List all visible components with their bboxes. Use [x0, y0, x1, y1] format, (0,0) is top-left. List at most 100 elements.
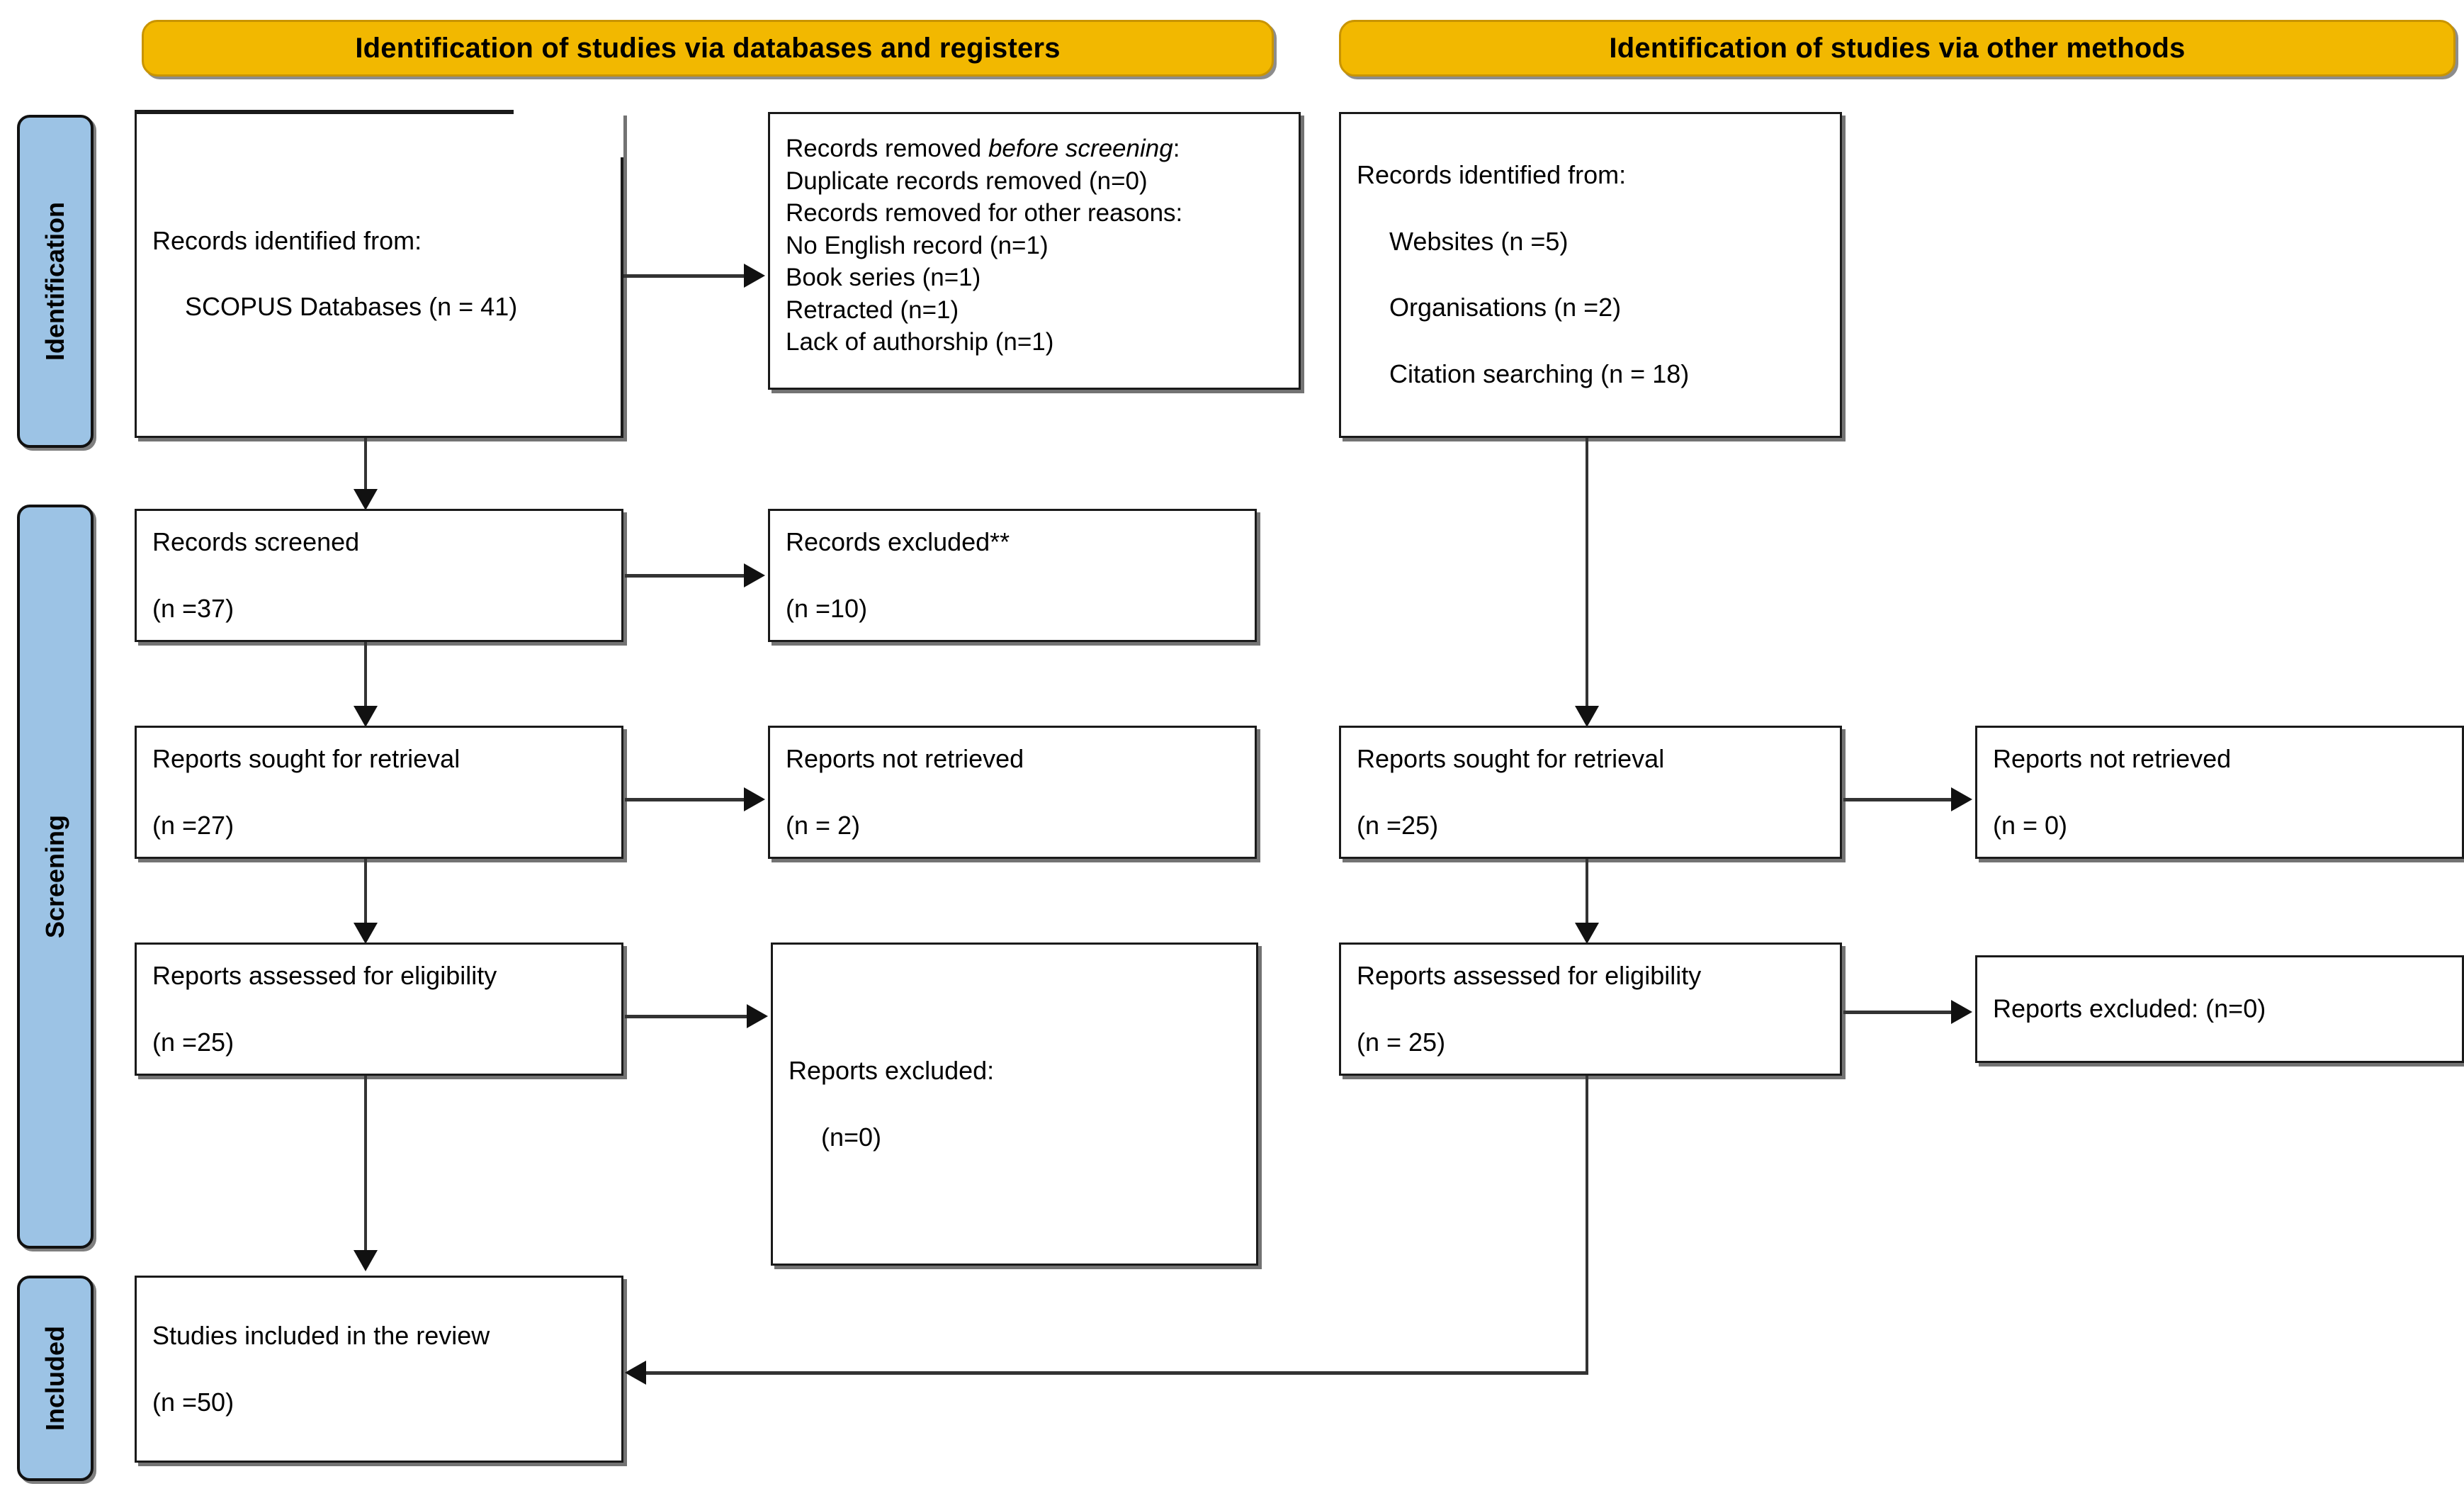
- box-reports-sought-databases: Reports sought for retrieval (n =27): [135, 726, 623, 859]
- box-reports-sought-databases-text: Reports sought for retrieval (n =27): [152, 743, 611, 842]
- records-removed-line1-c: :: [1172, 135, 1180, 162]
- reports-sought-other-line1: Reports sought for retrieval: [1357, 743, 1665, 773]
- box-records-screened: Records screened (n =37): [135, 509, 623, 642]
- connector-screened-to-sought: [364, 642, 367, 713]
- box-reports-assessed-databases: Reports assessed for eligibility (n =25): [135, 943, 623, 1076]
- reports-not-retrieved-other-line2: (n = 0): [1993, 810, 2068, 840]
- records-removed-line6: Retracted (n=1): [786, 296, 959, 324]
- box-reports-sought-other-methods: Reports sought for retrieval (n =25): [1339, 726, 1842, 859]
- box-reports-not-retrieved-other-text: Reports not retrieved (n = 0): [1993, 743, 2452, 842]
- arrowhead-identified-to-screened: [354, 489, 378, 510]
- connector-sought-to-assessed-db: [364, 859, 367, 930]
- arrowhead-sought-to-assessed-other: [1575, 923, 1599, 944]
- records-identified-db-line2: SCOPUS Databases (n = 41): [185, 291, 518, 321]
- box-studies-included-text: Studies included in the review (n =50): [152, 1320, 611, 1419]
- box-records-identified-databases-top-rule: [135, 110, 514, 114]
- reports-assessed-db-line2: (n =25): [152, 1027, 234, 1057]
- connector-identified-to-screened: [364, 438, 367, 496]
- arrowhead-other-to-included: [625, 1361, 646, 1385]
- box-reports-not-retrieved-databases-text: Reports not retrieved (n = 2): [786, 743, 1245, 842]
- connector-assessed-other-to-included-horizontal: [646, 1371, 1588, 1375]
- arrowhead-assessed-to-included: [354, 1250, 378, 1271]
- banner-databases-label: Identification of studies via databases …: [355, 32, 1061, 64]
- box-records-excluded: Records excluded** (n =10): [768, 509, 1257, 642]
- reports-assessed-other-line2: (n = 25): [1357, 1027, 1446, 1057]
- records-identified-other-line1: Records identified from:: [1357, 160, 1627, 190]
- reports-assessed-other-line1: Reports assessed for eligibility: [1357, 960, 1702, 990]
- connector-sought-to-not-retrieved-other: [1843, 798, 1954, 801]
- connector-screened-to-excluded: [625, 574, 747, 578]
- arrowhead-identified-to-removed: [744, 264, 765, 288]
- connector-identified-to-removed: [623, 274, 747, 278]
- reports-excluded-db-line1: Reports excluded:: [789, 1055, 995, 1085]
- stage-rail-identification: Identification: [17, 115, 94, 448]
- records-identified-other-line4: Citation searching (n = 18): [1389, 359, 1690, 388]
- arrowhead-assessed-to-excluded-db: [747, 1004, 768, 1028]
- arrowhead-sought-to-not-retrieved-db: [744, 787, 765, 811]
- connector-identified-other-to-sought-other: [1586, 438, 1588, 713]
- box-reports-not-retrieved-other-methods: Reports not retrieved (n = 0): [1975, 726, 2464, 859]
- banner-other-methods: Identification of studies via other meth…: [1339, 20, 2455, 77]
- box-records-screened-text: Records screened (n =37): [152, 526, 611, 625]
- reports-not-retrieved-other-line1: Reports not retrieved: [1993, 743, 2232, 773]
- records-identified-other-line2: Websites (n =5): [1389, 226, 1569, 256]
- reports-not-retrieved-db-line1: Reports not retrieved: [786, 743, 1024, 773]
- stage-rail-screening: Screening: [17, 505, 94, 1249]
- records-removed-line4: No English record (n=1): [786, 231, 1049, 259]
- arrowhead-screened-to-sought: [354, 706, 378, 727]
- studies-included-line1: Studies included in the review: [152, 1320, 490, 1350]
- banner-other-methods-label: Identification of studies via other meth…: [1609, 32, 2186, 64]
- box-reports-assessed-databases-text: Reports assessed for eligibility (n =25): [152, 960, 611, 1059]
- box-records-excluded-text: Records excluded** (n =10): [786, 526, 1245, 625]
- records-identified-other-line3: Organisations (n =2): [1389, 293, 1622, 322]
- reports-assessed-db-line1: Reports assessed for eligibility: [152, 960, 497, 990]
- stage-rail-included: Included: [17, 1276, 94, 1481]
- box-records-removed-before-screening: Records removed before screening: Duplic…: [768, 112, 1301, 390]
- reports-excluded-other-line1: Reports excluded: (n=0): [1993, 994, 2266, 1023]
- banner-databases-and-registers: Identification of studies via databases …: [142, 20, 1274, 77]
- records-identified-db-line1: Records identified from:: [152, 225, 422, 255]
- arrowhead-identified-other-to-sought-other: [1575, 706, 1599, 727]
- box-records-identified-databases-right-rule: [621, 157, 623, 438]
- box-reports-excluded-databases-text: Reports excluded: (n=0): [789, 1054, 1246, 1154]
- records-removed-line1-b: before screening: [988, 135, 1173, 162]
- box-reports-sought-other-text: Reports sought for retrieval (n =25): [1357, 743, 1830, 842]
- records-removed-line5: Book series (n=1): [786, 264, 981, 291]
- records-removed-line7: Lack of authorship (n=1): [786, 328, 1054, 356]
- box-reports-assessed-other-text: Reports assessed for eligibility (n = 25…: [1357, 960, 1830, 1059]
- records-removed-line3: Records removed for other reasons:: [786, 199, 1183, 227]
- box-reports-not-retrieved-databases: Reports not retrieved (n = 2): [768, 726, 1257, 859]
- reports-sought-other-line2: (n =25): [1357, 810, 1439, 840]
- reports-sought-db-line2: (n =27): [152, 810, 234, 840]
- records-excluded-line2: (n =10): [786, 593, 868, 623]
- connector-sought-to-not-retrieved-db: [625, 798, 747, 801]
- arrowhead-screened-to-excluded: [744, 563, 765, 587]
- box-reports-excluded-other-methods: Reports excluded: (n=0): [1975, 955, 2464, 1063]
- records-removed-line1-a: Records removed: [786, 135, 988, 162]
- arrowhead-sought-to-not-retrieved-other: [1951, 787, 1972, 811]
- connector-assessed-to-excluded-other: [1843, 1011, 1954, 1014]
- reports-not-retrieved-db-line2: (n = 2): [786, 810, 861, 840]
- box-records-identified-databases-text: Records identified from: SCOPUS Database…: [152, 224, 614, 323]
- records-screened-line1: Records screened: [152, 527, 360, 556]
- connector-sought-to-assessed-other: [1586, 859, 1588, 930]
- connector-assessed-to-excluded-db: [625, 1015, 750, 1018]
- stage-label-included: Included: [40, 1325, 69, 1431]
- connector-assessed-other-to-included-vertical: [1586, 1076, 1588, 1373]
- arrowhead-sought-to-assessed-db: [354, 923, 378, 944]
- connector-assessed-to-included: [364, 1076, 367, 1257]
- box-reports-excluded-other-text: Reports excluded: (n=0): [1993, 993, 2452, 1026]
- records-excluded-line1: Records excluded**: [786, 527, 1010, 556]
- box-records-identified-other-methods: Records identified from: Websites (n =5)…: [1339, 112, 1842, 438]
- records-screened-line2: (n =37): [152, 593, 234, 623]
- reports-sought-db-line1: Reports sought for retrieval: [152, 743, 460, 773]
- stage-label-identification: Identification: [40, 202, 69, 361]
- records-removed-line2: Duplicate records removed (n=0): [786, 167, 1148, 195]
- stage-label-screening: Screening: [40, 814, 69, 939]
- studies-included-line2: (n =50): [152, 1387, 234, 1417]
- box-studies-included: Studies included in the review (n =50): [135, 1276, 623, 1463]
- box-records-identified-databases: Records identified from: SCOPUS Database…: [135, 112, 623, 438]
- arrowhead-assessed-to-excluded-other: [1951, 1000, 1972, 1024]
- reports-excluded-db-line2: (n=0): [821, 1122, 882, 1152]
